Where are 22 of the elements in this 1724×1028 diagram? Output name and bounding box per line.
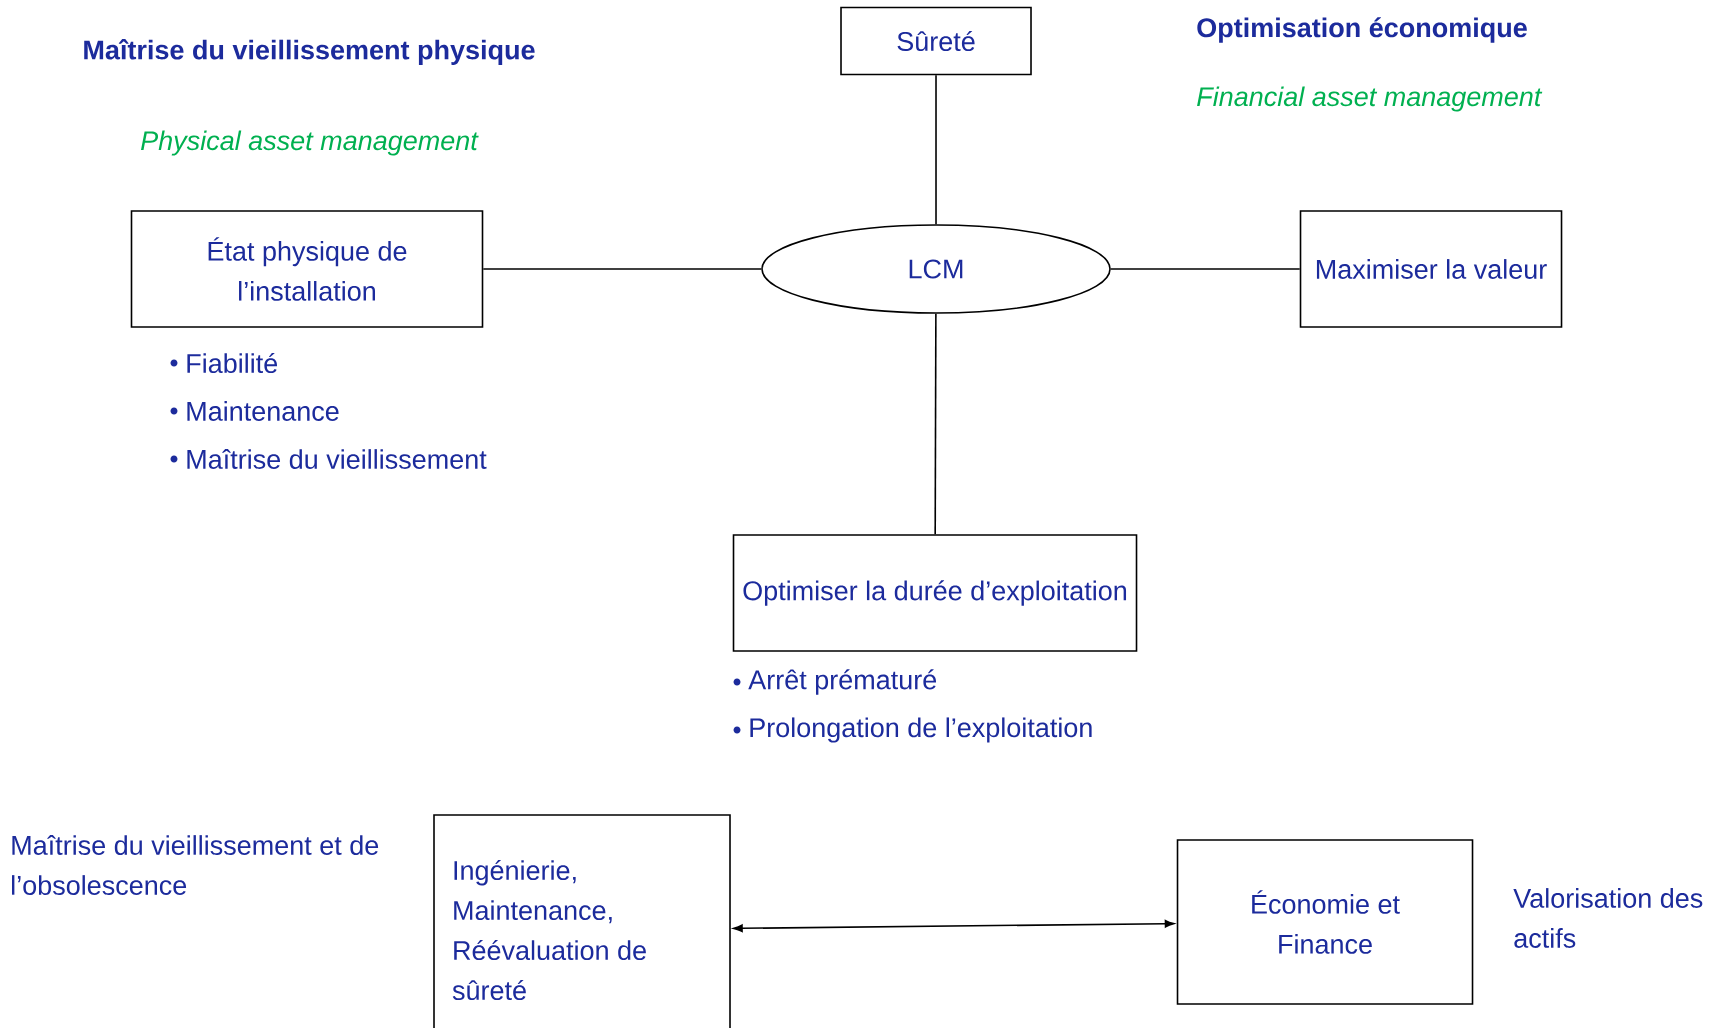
text-box: Économie et Finance (1176, 839, 1474, 1005)
text-box: Maximiser la valeur (1299, 210, 1563, 328)
bullet-item: Maîtrise du vieillissement (170, 449, 487, 469)
text-box: Ingénierie, Maintenance, Réévaluation de sûreté (433, 814, 731, 1028)
side-text: Maîtrise du vieillissement et de l’obsolescence (12, 835, 379, 895)
connector-line (935, 74, 937, 225)
text-box: État physique de l’installation (130, 210, 484, 328)
connector-line (1110, 268, 1301, 270)
bullet-item: Prolongation de l’exploitation (733, 717, 1092, 743)
subheading: Physical asset management (141, 130, 479, 156)
subheading: Financial asset management (1197, 86, 1543, 112)
bullet-item: Arrêt prématuré (733, 669, 937, 695)
connector-line (733, 919, 1175, 933)
text-box: Optimiser la durée d’exploitation (732, 534, 1138, 652)
side-text: Valorisation des actifs (1513, 888, 1703, 948)
connector-line (934, 313, 937, 535)
heading: Optimisation économique (1197, 17, 1527, 43)
text-box: Sûreté (840, 6, 1032, 76)
bullet-item: Fiabilité (170, 352, 277, 374)
heading: Maîtrise du vieillissement physique (84, 39, 535, 65)
connector-line (482, 268, 762, 270)
bullet-item: Maintenance (170, 401, 339, 421)
